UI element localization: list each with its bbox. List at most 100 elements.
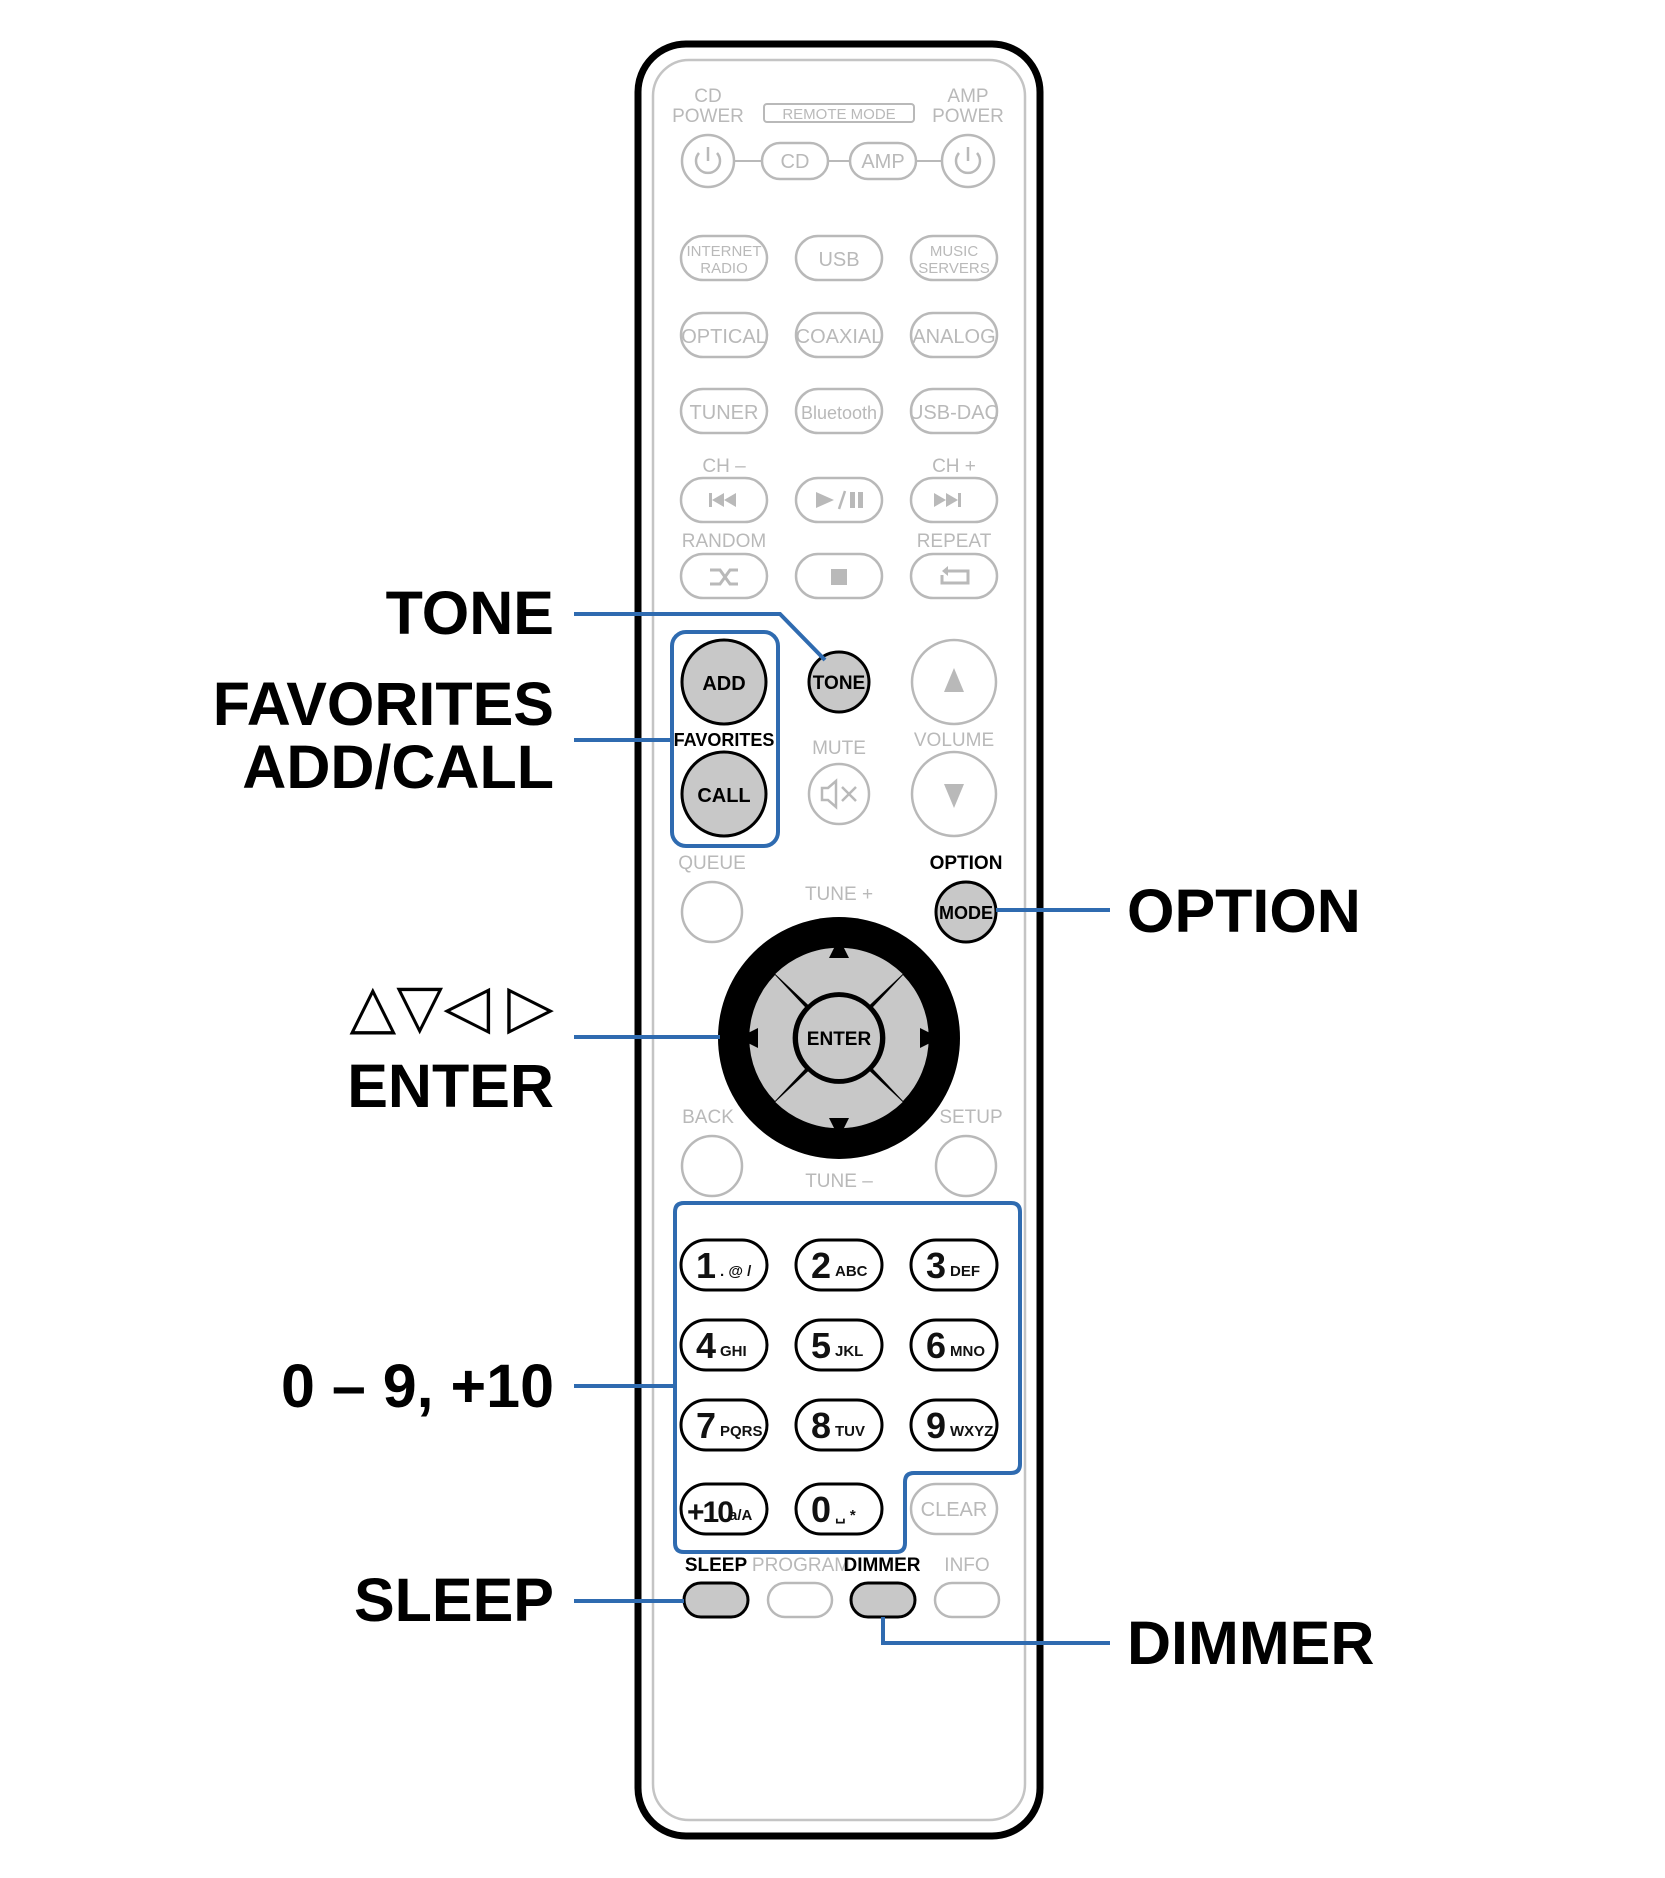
usb-dac-button[interactable]: USB-DAC — [909, 387, 999, 435]
svg-text:AMP: AMP — [861, 151, 904, 173]
mute-button[interactable] — [807, 762, 871, 826]
keypad-button-1[interactable]: 1. @ / — [679, 1238, 769, 1292]
cursor-pad: ENTER — [718, 917, 960, 1159]
tuner-button[interactable]: TUNER — [679, 387, 769, 435]
keypad-digit: 3 — [926, 1245, 946, 1286]
volume-down-icon — [944, 784, 964, 808]
internet-radio-button[interactable]: INTERNET RADIO — [679, 234, 769, 282]
keypad-letters: a/A — [729, 1507, 753, 1524]
sleep-label: SLEEP — [685, 1555, 748, 1576]
svg-text:Bluetooth: Bluetooth — [801, 403, 877, 423]
ch-minus-label: CH – — [702, 456, 746, 477]
stop-button[interactable] — [794, 552, 884, 600]
sleep-button[interactable] — [682, 1581, 750, 1619]
clear-button[interactable]: CLEAR — [909, 1482, 999, 1536]
volume-up-icon — [944, 668, 964, 692]
option-mode-button[interactable]: MODE — [934, 880, 998, 944]
program-button[interactable] — [766, 1581, 834, 1619]
dimmer-label: DIMMER — [843, 1555, 920, 1576]
keypad-digit: 9 — [926, 1405, 946, 1446]
optical-button[interactable]: OPTICAL — [679, 311, 769, 359]
svg-text:TUNER: TUNER — [690, 402, 759, 424]
amp-power-button[interactable] — [940, 133, 996, 189]
option-label: OPTION — [930, 853, 1003, 874]
random-button[interactable] — [679, 552, 769, 600]
next-button[interactable] — [909, 476, 999, 524]
volume-down-button[interactable] — [910, 750, 998, 838]
amp-power-label-2: POWER — [932, 106, 1004, 127]
cursor-down-button[interactable] — [775, 1071, 903, 1129]
queue-button[interactable] — [680, 880, 744, 944]
tone-button[interactable]: TONE — [807, 650, 871, 714]
dimmer-callout: DIMMER — [1127, 1609, 1374, 1677]
volume-up-button[interactable] — [910, 638, 998, 726]
cursor-left-button[interactable] — [749, 975, 805, 1101]
callout-lines — [574, 612, 1110, 1645]
cd-power-label-2: POWER — [672, 106, 744, 127]
dimmer-button[interactable] — [849, 1581, 917, 1619]
random-label: RANDOM — [682, 531, 766, 552]
mode-amp-button[interactable]: AMP — [848, 141, 918, 181]
keypad-letters: MNO — [950, 1343, 985, 1360]
favorites-add-button[interactable]: ADD — [680, 638, 768, 726]
keypad-button-0[interactable]: 0␣ * — [794, 1482, 884, 1536]
cd-power-label-1: CD — [694, 86, 721, 107]
svg-text:ADD: ADD — [702, 673, 745, 695]
tune-plus-label: TUNE + — [805, 884, 873, 905]
keypad-digit: 7 — [696, 1405, 716, 1446]
cd-power-button[interactable] — [680, 133, 736, 189]
info-label: INFO — [944, 1555, 989, 1576]
skip-forward-icon — [934, 493, 961, 507]
volume-label: VOLUME — [914, 730, 994, 751]
sleep-callout: SLEEP — [354, 1566, 554, 1634]
play-pause-button[interactable] — [794, 476, 884, 524]
cursor-right-button[interactable] — [873, 975, 929, 1101]
play-pause-icon — [816, 490, 863, 510]
favorites-label: FAVORITES — [674, 730, 775, 750]
arrow-right-icon — [920, 1028, 940, 1048]
back-button[interactable] — [680, 1134, 744, 1198]
coaxial-button[interactable]: COAXIAL — [794, 311, 884, 359]
svg-text:USB: USB — [818, 249, 859, 271]
keypad-letters: TUV — [835, 1423, 865, 1440]
keypad-letters: PQRS — [720, 1423, 763, 1440]
keypad-letters: ␣ * — [835, 1507, 856, 1524]
analog-button[interactable]: ANALOG — [909, 311, 999, 359]
keypad-button-plus10[interactable]: +10a/A — [679, 1482, 769, 1536]
previous-button[interactable] — [679, 476, 769, 524]
svg-text:ANALOG: ANALOG — [912, 326, 995, 348]
info-button[interactable] — [933, 1581, 1001, 1619]
favorites-call-button[interactable]: CALL — [680, 750, 768, 838]
setup-button[interactable] — [934, 1134, 998, 1198]
shuffle-icon — [710, 568, 738, 586]
svg-text:COAXIAL: COAXIAL — [796, 326, 883, 348]
cursor-up-button[interactable] — [775, 947, 903, 1005]
keypad-digit: 5 — [811, 1325, 831, 1366]
bluetooth-button[interactable]: Bluetooth — [794, 387, 884, 435]
skip-back-icon — [709, 493, 736, 507]
repeat-button[interactable] — [909, 552, 999, 600]
tune-minus-label: TUNE – — [805, 1171, 873, 1192]
enter-button[interactable]: ENTER — [798, 997, 880, 1079]
favorites-callout-line2: ADD/CALL — [242, 733, 554, 801]
svg-text:RADIO: RADIO — [700, 260, 748, 277]
arrow-up-icon — [829, 938, 849, 958]
svg-text:MUSIC: MUSIC — [930, 243, 979, 260]
keypad-digit: 0 — [811, 1489, 831, 1530]
music-servers-button[interactable]: MUSIC SERVERS — [909, 234, 999, 282]
usb-button[interactable]: USB — [794, 234, 884, 282]
keypad-letters: . @ / — [720, 1263, 752, 1280]
tone-callout-line — [574, 612, 827, 662]
keypad-digit: 4 — [696, 1325, 716, 1366]
setup-label: SETUP — [939, 1107, 1002, 1128]
mode-cd-button[interactable]: CD — [760, 141, 830, 181]
